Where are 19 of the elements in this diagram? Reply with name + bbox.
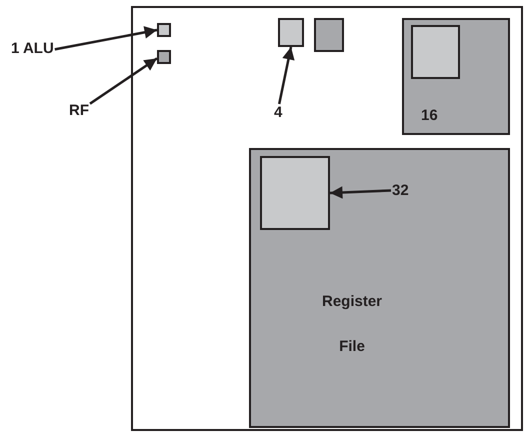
alu-square [260,156,330,230]
size-label: 16 [421,108,438,123]
callout-label: 4 [273,104,284,121]
alu-square [157,23,171,37]
chip-outline [131,6,523,431]
alu-square [278,18,304,47]
leader-arrow [278,46,295,104]
callout-label: 1 ALU [10,40,55,57]
box-title: Register File [320,292,384,357]
register-file-box [249,148,510,428]
register-file-box [402,18,510,135]
callout-label: 32 [391,182,410,199]
leader-arrow [54,26,158,51]
callout-label: RF [68,102,90,119]
register-file-square [157,50,171,64]
leader-arrow [89,57,158,105]
leader-arrow [330,186,392,199]
register-file-square [314,18,344,52]
alu-square [411,25,460,79]
